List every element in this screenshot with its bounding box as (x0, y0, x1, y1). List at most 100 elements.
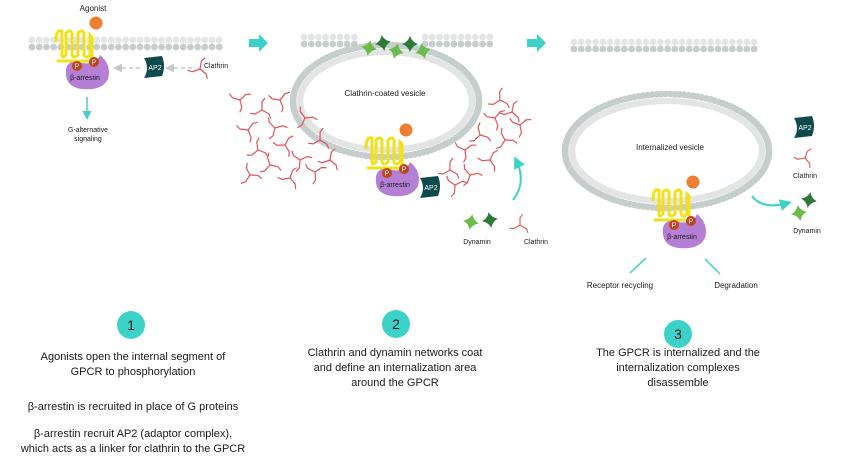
receptor-recycling-label: Receptor recycling (587, 281, 653, 290)
recycling-line (629, 257, 647, 274)
beta-arrestin-label: β-arrestin (70, 75, 100, 82)
step-badge-2: 2 (382, 310, 410, 338)
clathrin-network-node (499, 100, 520, 123)
clathrin-icon (509, 213, 529, 233)
clathrin-network-node (304, 163, 327, 185)
gpcr-receptor (651, 188, 691, 222)
phosphate-icon (89, 57, 99, 67)
clathrin-network-node (297, 106, 318, 129)
membrane-bilayer (28, 36, 223, 51)
clathrin-network-node (291, 150, 313, 173)
clathrin-label-3: Clathrin (793, 173, 817, 180)
clathrin-coated-vesicle-label: Clathrin-coated vesicle (345, 89, 426, 98)
clathrin-label-1: Clathrin (204, 63, 228, 70)
clathrin-network-node (240, 162, 263, 184)
clathrin-network-node (446, 175, 468, 198)
ap2-label: AP2 (798, 125, 811, 132)
svg-text:disassemble: disassemble (647, 377, 708, 389)
caption-step-2: Clathrin and dynamin networks coat and d… (308, 347, 483, 389)
beta-arrestin-label: β-arrestin (380, 182, 410, 189)
dynamin-icon (801, 192, 817, 208)
membrane-bilayer (570, 38, 758, 53)
agonist-ligand (89, 16, 103, 30)
clathrin-network-node (259, 152, 282, 173)
phosphate-icon (72, 61, 82, 71)
phosphate-label: P (672, 223, 677, 230)
dynamin-icon (463, 214, 479, 230)
internalized-vesicle-label: Internalized vesicle (636, 143, 705, 152)
ap2-complex: AP2 (794, 116, 814, 138)
clathrin-networks (187, 57, 812, 233)
clathrin-label-2: Clathrin (524, 239, 548, 246)
ap2-label: AP2 (148, 65, 161, 72)
clathrin-network-node (277, 167, 298, 190)
phosphate-label: P (92, 60, 97, 67)
clathrin-network-node (317, 148, 338, 171)
step-badge-1: 1 (117, 311, 145, 339)
clathrin-network-node (469, 122, 492, 142)
phosphate-icon (669, 220, 679, 230)
clathrin-network-node (272, 135, 294, 157)
dynamin-icon (361, 40, 377, 56)
ap2-label: AP2 (424, 185, 437, 192)
caption-step-1: Agonists open the internal segment of GP… (20, 351, 245, 455)
receptor-complexes: PPβ-arrestinPPβ-arrestinPPβ-arrestinAP2A… (54, 16, 814, 249)
membrane-bilayer (421, 33, 494, 48)
agonist-label: Agonist (80, 4, 107, 13)
step-arrow-2-icon (527, 34, 546, 52)
degradation-line (704, 258, 721, 275)
svg-text:internalization complexes: internalization complexes (616, 362, 740, 374)
svg-text:and define an internalization: and define an internalization area (314, 362, 478, 374)
dynamin-icon (482, 212, 498, 228)
svg-text:which acts as a linker for cla: which acts as a linker for clathrin to t… (20, 443, 245, 455)
clathrin-network-node (488, 87, 510, 109)
dynamin-icon (415, 43, 431, 59)
gpcr-receptor (364, 136, 404, 170)
ap2-complex: AP2 (420, 176, 440, 198)
caption-step-3: The GPCR is internalized and the interna… (596, 347, 760, 389)
gpcr-receptor (54, 29, 94, 63)
svg-text:around the GPCR: around the GPCR (351, 377, 438, 389)
svg-text:β-arrestin recruit AP2 (adapto: β-arrestin recruit AP2 (adaptor complex)… (34, 428, 232, 440)
release-arrow-icon (751, 195, 792, 211)
phosphate-label: P (402, 167, 407, 174)
dynamin-icon (402, 36, 418, 52)
svg-text:3: 3 (674, 326, 682, 342)
clathrin-network-node (267, 117, 288, 140)
clathrin-icon (187, 57, 208, 80)
gpcr-complex: P Pβ-arrestin (651, 175, 706, 249)
g-alternative-signaling-label-2: signaling (74, 136, 102, 143)
recruit-arrow-icon (512, 156, 525, 201)
g-alternative-signaling-label: G-alternative (68, 127, 108, 134)
clathrin-network-node (463, 164, 483, 186)
clathrin-network-node (509, 117, 532, 138)
svg-text:The GPCR is internalized and t: The GPCR is internalized and the (596, 347, 760, 359)
clathrin-network-node (246, 137, 269, 158)
gpcr-complex: PPβ-arrestin (54, 16, 109, 90)
svg-text:2: 2 (392, 316, 400, 332)
gpcr-complex: P Pβ-arrestin (364, 123, 419, 197)
agonist-ligand (399, 123, 413, 137)
clathrin-network-node (236, 121, 258, 143)
svg-text:β-arrestin is recruited in pla: β-arrestin is recruited in place of G pr… (28, 401, 239, 413)
degradation-label: Degradation (714, 281, 758, 290)
beta-arrestin-label: β-arrestin (667, 234, 697, 241)
dynamin-icon (388, 43, 404, 59)
clathrin-network-node (250, 97, 272, 119)
phosphate-label: P (689, 219, 694, 226)
ap2-complex: AP2 (144, 56, 164, 78)
clathrin-coated-vesicle (289, 41, 483, 161)
dynamin-label-2: Dynamin (463, 239, 491, 246)
dynamin-icon (375, 35, 391, 51)
clathrin-network-node (454, 142, 477, 163)
clathrin-network-node (228, 93, 251, 113)
clathrin-network-node (483, 109, 506, 131)
phosphate-icon (382, 168, 392, 178)
dynamin-proteins (361, 35, 817, 230)
phosphate-label: P (385, 171, 390, 178)
svg-text:GPCR to phosphorylation: GPCR to phosphorylation (71, 366, 196, 378)
step-badge-3: 3 (664, 320, 692, 348)
phosphate-icon (686, 216, 696, 226)
clathrin-network-node (438, 157, 460, 179)
